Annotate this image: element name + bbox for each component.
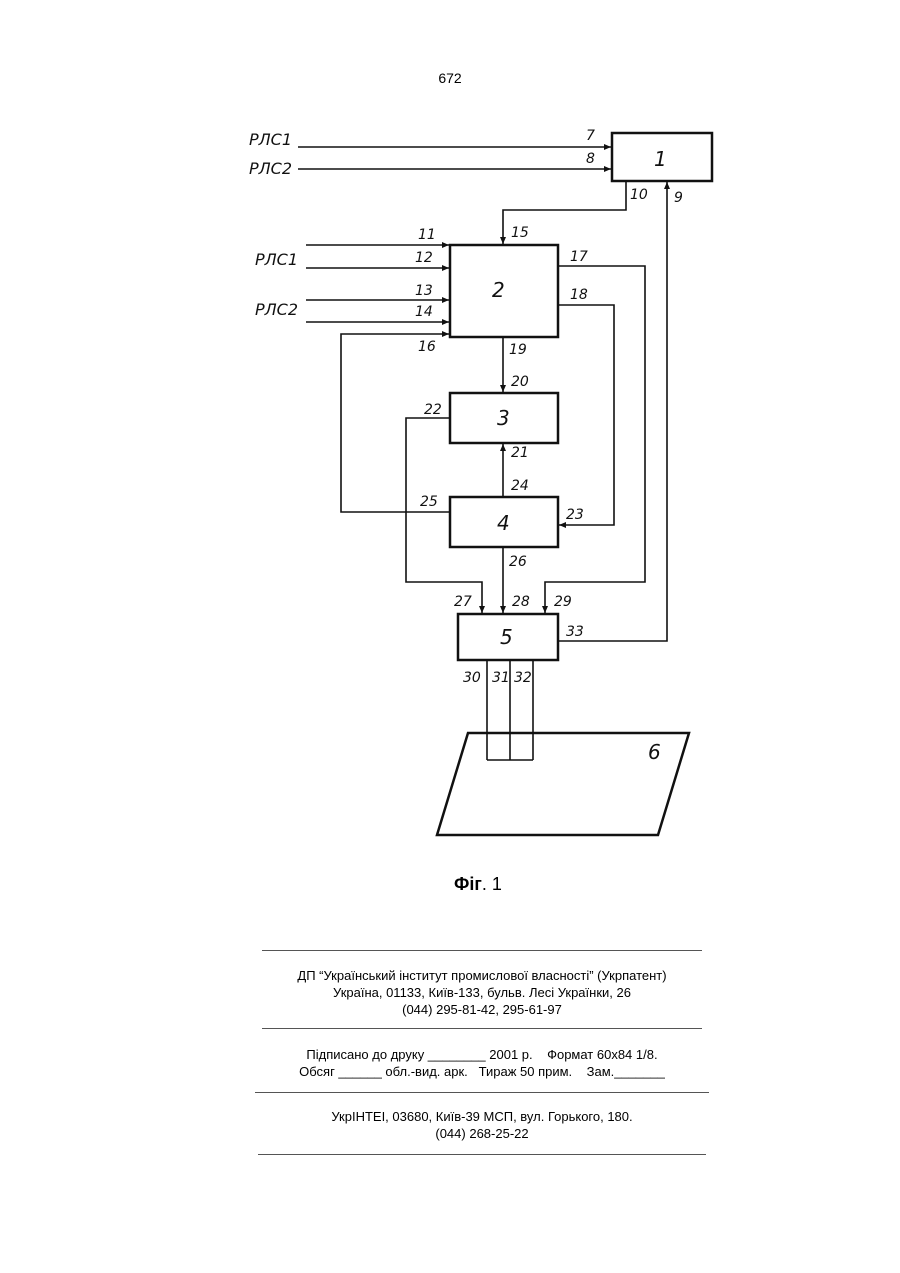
printer-line-1: УкрІНТЕІ, 03680, Київ-39 МСП, вул. Горьк… bbox=[0, 1108, 900, 1125]
port-23: 23 bbox=[566, 507, 584, 523]
block-6-label: 6 bbox=[648, 740, 661, 764]
print-info: Підписано до друку ________ 2001 р. Форм… bbox=[0, 1046, 900, 1080]
port-14: 14 bbox=[415, 304, 433, 320]
port-31: 31 bbox=[492, 670, 510, 686]
input-rls1-top: РЛС1 bbox=[249, 130, 292, 149]
port-16: 16 bbox=[418, 339, 436, 355]
divider-4 bbox=[258, 1154, 706, 1155]
printer-line-2: (044) 268-25-22 bbox=[0, 1125, 900, 1142]
port-21: 21 bbox=[511, 445, 529, 461]
publisher-line-2: Україна, 01133, Київ-133, бульв. Лесі Ук… bbox=[0, 984, 900, 1001]
input-rls2-mid: РЛС2 bbox=[255, 300, 298, 319]
divider-1 bbox=[262, 950, 702, 951]
port-22: 22 bbox=[424, 402, 442, 418]
figure-caption-prefix: Фіг bbox=[454, 874, 482, 894]
port-32: 32 bbox=[514, 670, 532, 686]
port-18: 18 bbox=[570, 287, 588, 303]
printer-info: УкрІНТЕІ, 03680, Київ-39 МСП, вул. Горьк… bbox=[0, 1108, 900, 1142]
figure-caption-suffix: . 1 bbox=[482, 874, 502, 894]
port-11: 11 bbox=[418, 227, 436, 243]
port-9: 9 bbox=[674, 190, 683, 206]
port-10: 10 bbox=[630, 187, 648, 203]
port-19: 19 bbox=[509, 342, 527, 358]
port-33: 33 bbox=[566, 624, 584, 640]
input-rls2-top: РЛС2 bbox=[249, 159, 292, 178]
line-25-16 bbox=[341, 334, 450, 512]
print-line-1: Підписано до друку ________ 2001 р. Форм… bbox=[0, 1046, 900, 1063]
port-28: 28 bbox=[512, 594, 530, 610]
divider-2 bbox=[262, 1028, 702, 1029]
block-3-label: 3 bbox=[497, 406, 510, 430]
port-27: 27 bbox=[454, 594, 472, 610]
port-25: 25 bbox=[420, 494, 438, 510]
port-24: 24 bbox=[511, 478, 529, 494]
block-5-label: 5 bbox=[500, 625, 513, 649]
port-8: 8 bbox=[586, 151, 595, 167]
line-17-29 bbox=[545, 266, 645, 613]
port-17: 17 bbox=[570, 249, 588, 265]
publisher-info: ДП “Український інститут промислової вла… bbox=[0, 967, 900, 1018]
publisher-line-1: ДП “Український інститут промислової вла… bbox=[0, 967, 900, 984]
block-1-label: 1 bbox=[654, 147, 667, 171]
port-29: 29 bbox=[554, 594, 572, 610]
port-13: 13 bbox=[415, 283, 433, 299]
block-4-label: 4 bbox=[497, 511, 510, 535]
block-2-label: 2 bbox=[492, 278, 505, 302]
print-line-2: Обсяг ______ обл.-вид. арк. Тираж 50 при… bbox=[0, 1063, 900, 1080]
port-15: 15 bbox=[511, 225, 529, 241]
publisher-line-3: (044) 295-81-42, 295-61-97 bbox=[0, 1001, 900, 1018]
port-12: 12 bbox=[415, 250, 433, 266]
figure-caption: Фіг. 1 bbox=[0, 874, 900, 895]
line-22-27 bbox=[406, 418, 482, 613]
input-rls1-mid: РЛС1 bbox=[255, 250, 298, 269]
divider-3 bbox=[255, 1092, 709, 1093]
port-26: 26 bbox=[509, 554, 527, 570]
port-7: 7 bbox=[586, 128, 595, 144]
line-18-23 bbox=[558, 305, 614, 525]
port-30: 30 bbox=[463, 670, 481, 686]
port-20: 20 bbox=[511, 374, 529, 390]
